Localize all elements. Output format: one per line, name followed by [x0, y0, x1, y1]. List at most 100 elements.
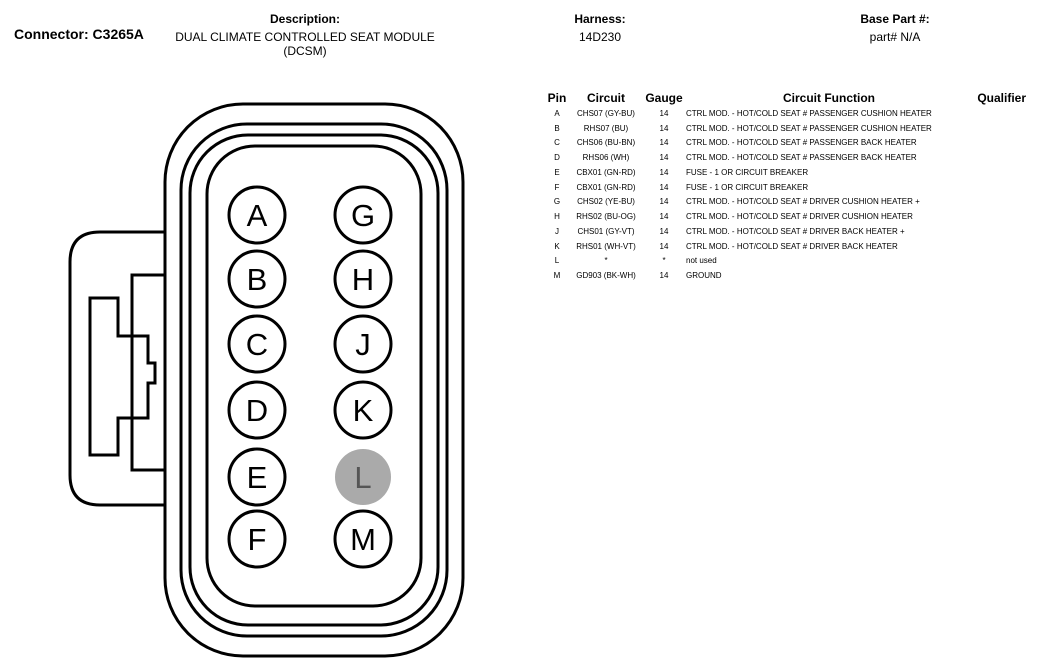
- cell-circuit-function: CTRL MOD. - HOT/COLD SEAT # PASSENGER CU…: [686, 123, 932, 133]
- cell-circuit-function: CTRL MOD. - HOT/COLD SEAT # DRIVER BACK …: [686, 226, 905, 236]
- housing-rim-outer: [188, 133, 440, 627]
- cell-circuit-function: CTRL MOD. - HOT/COLD SEAT # PASSENGER CU…: [686, 108, 932, 118]
- cell-pin: L: [554, 256, 560, 266]
- cell-circuit: CHS07 (GY-BU): [577, 108, 635, 118]
- cell-gauge: *: [662, 256, 666, 266]
- pin-l: L: [335, 449, 391, 505]
- cell-circuit: *: [604, 256, 608, 266]
- table-row: M GD903 (BK-WH) 14 GROUND: [546, 268, 1026, 283]
- cell-circuit-function: not used: [686, 256, 717, 266]
- cell-pin: E: [554, 167, 560, 177]
- pin-label: J: [355, 327, 371, 362]
- pin-label: B: [247, 262, 268, 297]
- pin-table-header: Pin Circuit Gauge Circuit Function Quali…: [546, 90, 1026, 106]
- pin-a: A: [227, 185, 287, 245]
- pin-b: B: [227, 249, 287, 309]
- description-label: Description:: [269, 12, 340, 26]
- pin-label: L: [354, 460, 371, 495]
- harness-label: Harness:: [574, 12, 626, 26]
- cell-gauge: 14: [659, 153, 669, 163]
- pin-m: M: [333, 509, 393, 569]
- cell-circuit: RHS01 (WH-VT): [576, 241, 636, 251]
- cell-pin: A: [554, 108, 560, 118]
- cell-circuit-function: GROUND: [686, 271, 722, 281]
- base-part-value: part# N/A: [869, 30, 921, 44]
- cell-circuit-function: CTRL MOD. - HOT/COLD SEAT # DRIVER CUSHI…: [686, 197, 920, 207]
- header-qualifier: Qualifier: [977, 91, 1026, 105]
- cell-circuit-function: CTRL MOD. - HOT/COLD SEAT # PASSENGER BA…: [686, 138, 917, 148]
- description-line-1: DUAL CLIMATE CONTROLLED SEAT MODULE: [175, 30, 435, 44]
- pin-label: E: [247, 460, 268, 495]
- cell-gauge: 14: [659, 123, 669, 133]
- cell-gauge: 14: [659, 197, 669, 207]
- pin-f: F: [227, 509, 287, 569]
- pin-label: A: [247, 198, 268, 233]
- cell-circuit-function: CTRL MOD. - HOT/COLD SEAT # PASSENGER BA…: [686, 153, 917, 163]
- lock-tab-inner: [130, 273, 165, 472]
- pin-circle: [333, 185, 393, 245]
- header-circuit: Circuit: [586, 91, 625, 105]
- pin-table: Pin Circuit Gauge Circuit Function Quali…: [546, 90, 1026, 283]
- cell-circuit-function: CTRL MOD. - HOT/COLD SEAT # DRIVER CUSHI…: [686, 212, 913, 222]
- pin-h: H: [333, 249, 393, 309]
- lock-tab-outer: [68, 230, 165, 507]
- pin-circle: [333, 249, 393, 309]
- pin-circle: [227, 447, 287, 507]
- cell-pin: J: [555, 226, 559, 236]
- housing-outer-wall: [163, 102, 465, 658]
- pin-label: M: [350, 522, 376, 557]
- description-line-2: (DCSM): [283, 44, 327, 58]
- housing-inner-wall: [179, 122, 449, 638]
- pin-circle: [335, 449, 391, 505]
- connector-title: Connector: C3265A: [14, 26, 144, 42]
- cell-circuit: RHS02 (BU-OG): [576, 212, 636, 222]
- pin-label: H: [352, 262, 374, 297]
- table-row: A CHS07 (GY-BU) 14 CTRL MOD. - HOT/COLD SEA…: [546, 106, 1026, 121]
- cell-gauge: 14: [659, 182, 669, 192]
- pin-label: C: [246, 327, 268, 362]
- pin-d: D: [227, 380, 287, 440]
- pin-label: F: [248, 522, 267, 557]
- pin-label: K: [353, 393, 374, 428]
- pin-circle: [333, 380, 393, 440]
- pin-circle: [227, 509, 287, 569]
- pin-group: A G B H C J D K E L F M: [227, 185, 393, 569]
- description-value: DUAL CLIMATE CONTROLLED SEAT MODULE (DCS…: [165, 30, 445, 58]
- pin-circle: [227, 249, 287, 309]
- pin-j: J: [333, 314, 393, 374]
- pin-circle: [227, 380, 287, 440]
- table-row: L * * not used: [546, 254, 1026, 269]
- cell-gauge: 14: [659, 271, 669, 281]
- cell-pin: D: [554, 153, 560, 163]
- cell-pin: C: [554, 138, 560, 148]
- cell-gauge: 14: [659, 108, 669, 118]
- harness-value: 14D230: [578, 30, 622, 44]
- cell-gauge: 14: [659, 226, 669, 236]
- cell-circuit-function: CTRL MOD. - HOT/COLD SEAT # DRIVER BACK …: [686, 241, 898, 251]
- header-gauge: Gauge: [645, 91, 683, 105]
- cell-circuit: CHS01 (GY-VT): [577, 226, 635, 236]
- pin-cavity-frame: [205, 144, 423, 608]
- base-part-label: Base Part #:: [860, 12, 930, 26]
- cell-circuit-function: FUSE - 1 OR CIRCUIT BREAKER: [686, 182, 809, 192]
- pin-label: D: [246, 393, 268, 428]
- cell-circuit: GD903 (BK-WH): [576, 271, 636, 281]
- pin-g: G: [333, 185, 393, 245]
- cell-pin: K: [554, 241, 560, 251]
- pin-c: C: [227, 314, 287, 374]
- cell-pin: H: [554, 212, 560, 222]
- cell-circuit-function: FUSE - 1 OR CIRCUIT BREAKER: [686, 167, 809, 177]
- pin-circle: [227, 185, 287, 245]
- cell-pin: M: [553, 271, 561, 281]
- pin-e: E: [227, 447, 287, 507]
- cell-circuit: RHS06 (WH): [582, 153, 630, 163]
- pin-circle: [333, 314, 393, 374]
- cell-gauge: 14: [659, 138, 669, 148]
- pin-label: G: [351, 198, 375, 233]
- cell-gauge: 14: [659, 167, 669, 177]
